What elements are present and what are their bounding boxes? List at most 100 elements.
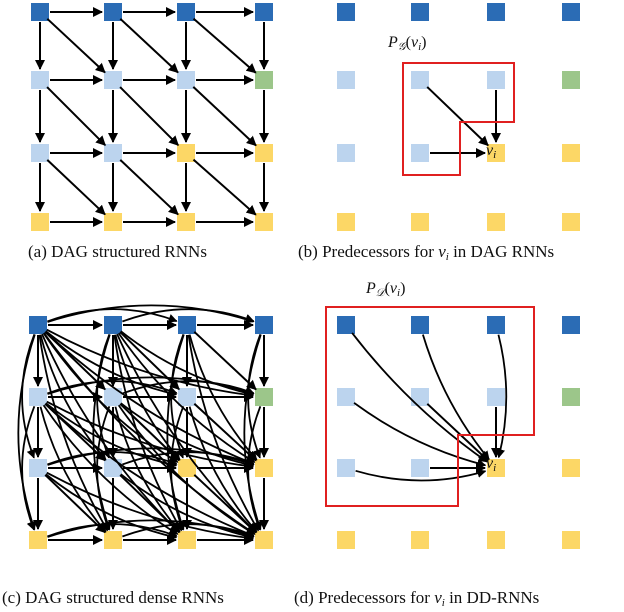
c-node-r0c1 xyxy=(104,316,122,334)
var-v: v xyxy=(486,142,494,159)
d-edge-20 xyxy=(355,469,487,482)
c-node-r1c3 xyxy=(255,388,273,406)
c-node-r2c1 xyxy=(104,459,122,477)
caption-b: (b) Predecessors for vi in DAG RNNs xyxy=(298,242,554,263)
open-paren: ( xyxy=(384,280,390,297)
c-edge-10-30 xyxy=(21,405,36,531)
var-v: v xyxy=(410,34,419,51)
d-node-r0c0 xyxy=(337,316,355,334)
c-edge-11-23 xyxy=(120,402,255,469)
a-node-r2c1 xyxy=(104,144,122,162)
a-node-r1c2 xyxy=(177,71,195,89)
caption-d: (d) Predecessors for vi in DD-RNNs xyxy=(294,588,539,609)
panel-a-dag-rnn xyxy=(31,3,273,231)
d-node-r2c2 xyxy=(487,459,505,477)
c-edge-21-23 xyxy=(122,451,255,466)
d-edge-01 xyxy=(422,334,490,461)
a-node-r1c3 xyxy=(255,71,273,89)
c-edge-01-23 xyxy=(117,332,256,464)
c-node-r3c0 xyxy=(29,531,47,549)
b-node-r2c3 xyxy=(562,144,580,162)
caption-var: v xyxy=(434,588,442,607)
b-node-r2c2 xyxy=(487,144,505,162)
c-edge-12-23 xyxy=(193,403,257,462)
d-node-r2c3 xyxy=(562,459,580,477)
close-paren: ) xyxy=(400,280,406,297)
c-edge-21-33 xyxy=(120,473,255,541)
panel-c-dense-rnn xyxy=(17,304,273,549)
c-node-r3c1 xyxy=(104,531,122,549)
c-edge-22-33 xyxy=(193,474,257,534)
a-node-r3c1 xyxy=(104,213,122,231)
c-edge-11-32 xyxy=(114,406,181,533)
c-edge-21-32 xyxy=(119,474,180,534)
b-node-r1c2 xyxy=(487,71,505,89)
c-edge-20-33 xyxy=(46,471,254,543)
caption-sub: i xyxy=(441,597,445,609)
c-node-r3c3 xyxy=(255,531,273,549)
c-edge-10-12 xyxy=(47,380,178,395)
c-edge-10-31 xyxy=(39,406,107,533)
b-node-r1c3 xyxy=(562,71,580,89)
c-edge-20-23 xyxy=(47,447,255,467)
var-sub: i xyxy=(493,149,497,161)
c-edge-12-33 xyxy=(188,406,258,533)
c-node-r2c0 xyxy=(29,459,47,477)
a-node-r1c1 xyxy=(104,71,122,89)
b-node-r1c1 xyxy=(411,71,429,89)
c-node-r0c3 xyxy=(255,316,273,334)
c-edge-00-03 xyxy=(47,304,255,324)
d-node-r1c1 xyxy=(411,388,429,406)
b-node-r3c0 xyxy=(337,213,355,231)
caption-suffix: in DD-RNNs xyxy=(444,588,540,607)
c-edge-11-22 xyxy=(119,403,180,462)
c-edge-00-20 xyxy=(21,333,36,459)
b-node-r3c2 xyxy=(487,213,505,231)
p-symbol: P xyxy=(388,34,398,51)
c-edge-10-13 xyxy=(47,376,255,396)
d-edge-11 xyxy=(426,403,489,462)
b-node-r0c1 xyxy=(411,3,429,21)
d-edge-00 xyxy=(351,332,488,463)
c-edge-20-32 xyxy=(45,473,178,541)
caption-text: (c) DAG structured dense RNNs xyxy=(2,588,224,607)
b-predecessor-region-box xyxy=(402,62,515,176)
a-node-r2c2 xyxy=(177,144,195,162)
c-edge-01-32 xyxy=(113,334,183,532)
c-edge-20-31 xyxy=(44,474,106,534)
c-edge-20-22 xyxy=(47,451,178,466)
a-node-r0c0 xyxy=(31,3,49,21)
c-edge-02-13 xyxy=(193,331,257,391)
graph-subscript: 𝒢 xyxy=(397,40,406,53)
c-edge-00-12 xyxy=(45,330,178,398)
d-predecessor-region-box xyxy=(325,306,535,507)
a-node-r2c3 xyxy=(255,144,273,162)
c-edge-10-32 xyxy=(42,404,179,535)
c-edge-30-33 xyxy=(47,519,255,539)
caption-suffix: in DAG RNNs xyxy=(448,242,555,261)
d-node-r3c1 xyxy=(411,531,429,549)
c-node-r1c1 xyxy=(104,388,122,406)
a-node-r3c2 xyxy=(177,213,195,231)
a-edge-diag-r2c1 xyxy=(119,159,179,216)
a-edge-diag-r1c0 xyxy=(46,86,106,146)
d-edge-02 xyxy=(496,334,508,459)
d-node-r2c0 xyxy=(337,459,355,477)
d-node-r2c1 xyxy=(411,459,429,477)
close-paren: ) xyxy=(421,34,427,51)
a-node-r3c0 xyxy=(31,213,49,231)
c-edge-30-32 xyxy=(47,523,178,538)
predecessor-set-label-b: P𝒢(vi) xyxy=(388,34,426,54)
a-node-r0c3 xyxy=(255,3,273,21)
caption-text: (a) DAG structured RNNs xyxy=(28,242,207,261)
c-edge-01-31 xyxy=(92,334,112,531)
b-edge-diag xyxy=(426,86,489,147)
var-v: v xyxy=(389,280,397,297)
c-node-r2c2 xyxy=(178,459,196,477)
c-edge-10-22 xyxy=(45,402,178,469)
c-edge-01-03 xyxy=(122,308,255,323)
c-edge-11-33 xyxy=(117,404,256,536)
c-edge-01-22 xyxy=(114,334,181,461)
var-sub: i xyxy=(397,287,401,299)
a-edge-diag-r1c1 xyxy=(119,86,179,146)
